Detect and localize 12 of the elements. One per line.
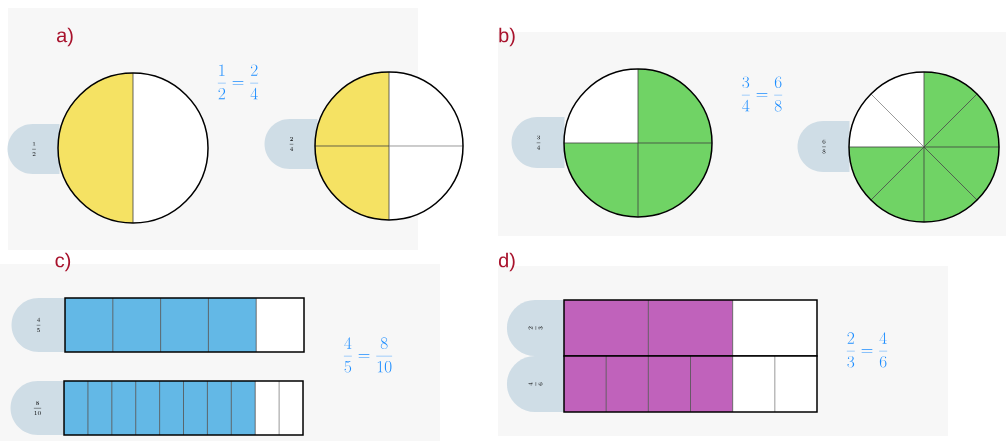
fraction-tab: $\frac{4}{6}$ <box>506 356 564 412</box>
fraction-tab: $\frac{8}{10}$ <box>10 381 64 435</box>
fraction-tab: $\frac{6}{8}$ <box>797 121 850 172</box>
equation: $\frac{2}{3}=\frac{4}{6}$ <box>846 332 888 368</box>
equation: $\frac{1}{2}=\frac{2}{4}$ <box>217 64 259 100</box>
node-label: $\frac{4}{6}$ <box>528 382 543 386</box>
equation: $\frac{3}{4}=\frac{6}{8}$ <box>741 76 783 112</box>
node-label: $\frac{2}{3}$ <box>528 326 543 330</box>
equation: $\frac{4}{5}=\frac{8}{10}$ <box>343 337 393 373</box>
fraction-tab: $\frac{1}{2}$ <box>7 124 60 174</box>
fraction-tab: $\frac{4}{5}$ <box>11 298 65 352</box>
fraction-tab: $\frac{2}{3}$ <box>506 300 564 356</box>
